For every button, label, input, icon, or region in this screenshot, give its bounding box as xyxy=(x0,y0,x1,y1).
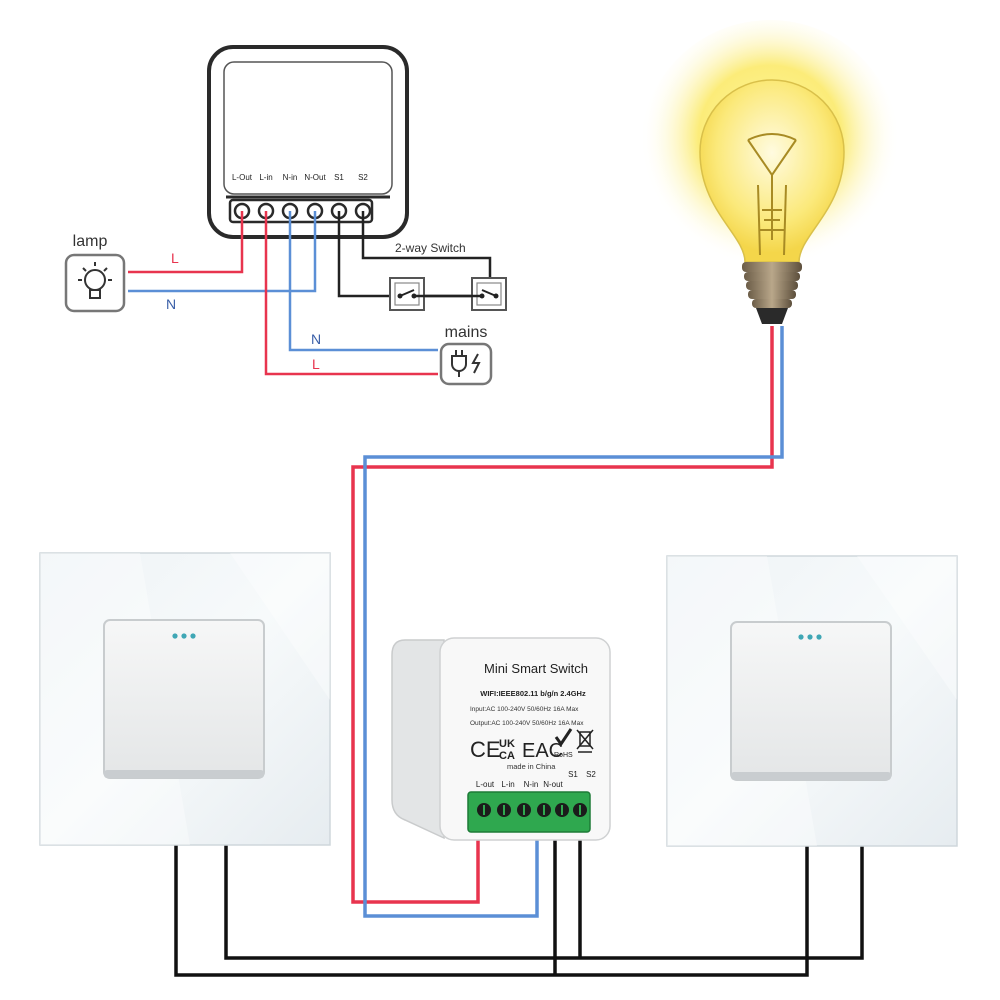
schematic-terminal-label: L-in xyxy=(259,173,272,182)
ukca-mark: CA xyxy=(499,750,515,762)
wire-live-bulb xyxy=(351,326,774,904)
light-bulb-icon xyxy=(640,20,900,324)
mains-label: mains xyxy=(445,324,488,341)
ukca-mark: UK xyxy=(499,738,515,750)
module-title: Mini Smart Switch xyxy=(484,661,588,676)
schematic-terminal-label: L-Out xyxy=(232,173,253,182)
schematic-wire-live-lamp xyxy=(128,211,244,274)
two-way-switch-icon xyxy=(389,277,507,311)
schematic-wire-label: L xyxy=(171,250,179,266)
module-terminal-label: S1 xyxy=(568,770,578,779)
module-terminal-label: L-out xyxy=(476,780,495,789)
rohs-mark: RoHS xyxy=(554,752,573,759)
schematic-wire-label: L xyxy=(312,356,320,372)
module-terminal-label: S2 xyxy=(586,770,596,779)
schematic-terminal-label: S2 xyxy=(358,173,368,182)
schematic-terminal-screws xyxy=(228,198,374,224)
wall-switch-icon xyxy=(103,619,265,779)
eac-mark: EAC xyxy=(522,740,563,762)
schematic-terminal-label: S1 xyxy=(334,173,344,182)
ce-mark: CE xyxy=(470,737,501,762)
wall-switch-left xyxy=(39,552,331,846)
wall-switch-icon xyxy=(730,621,892,781)
schematic-wire-label: N xyxy=(311,331,321,347)
two-way-switch-label: 2-way Switch xyxy=(395,241,466,255)
switch-wires xyxy=(174,838,864,977)
module-terminal-label: L-in xyxy=(501,780,514,789)
schematic-module-body xyxy=(207,45,409,239)
weee-bin-icon xyxy=(576,729,594,753)
schematic-wire-neutral-mains xyxy=(288,211,438,352)
made-in-label: made in China xyxy=(507,762,556,771)
module-wifi-spec: WIFI:IEEE802.11 b/g/n 2.4GHz xyxy=(480,689,586,698)
schematic-module-inner xyxy=(223,61,393,195)
rohs-check-icon xyxy=(554,728,573,747)
schematic: L-Out L-in N-in N-Out S1 S2 L N N L 2-wa… xyxy=(64,45,507,386)
module-terminal-label: N-out xyxy=(543,780,563,789)
schematic-terminal-label: N-Out xyxy=(304,173,326,182)
module-terminal-label: N-in xyxy=(524,780,539,789)
lamp-icon xyxy=(64,253,126,313)
wire-neutral-bulb xyxy=(363,326,784,918)
mains-plug-icon xyxy=(439,342,493,386)
schematic-wire-live-mains xyxy=(264,211,438,376)
schematic-wire-label: N xyxy=(166,296,176,312)
module-output-spec: Output:AC 100-240V 50/60Hz 16A Max xyxy=(470,720,584,727)
wall-switch-right xyxy=(666,555,958,847)
terminal-block xyxy=(467,791,591,833)
mini-smart-switch-module: Mini Smart Switch WIFI:IEEE802.11 b/g/n … xyxy=(391,637,611,841)
schematic-wire-neutral-lamp xyxy=(128,211,317,293)
lamp-label: lamp xyxy=(73,233,108,250)
schematic-terminal-label: N-in xyxy=(283,173,298,182)
module-input-spec: Input:AC 100-240V 50/60Hz 16A Max xyxy=(470,706,579,713)
